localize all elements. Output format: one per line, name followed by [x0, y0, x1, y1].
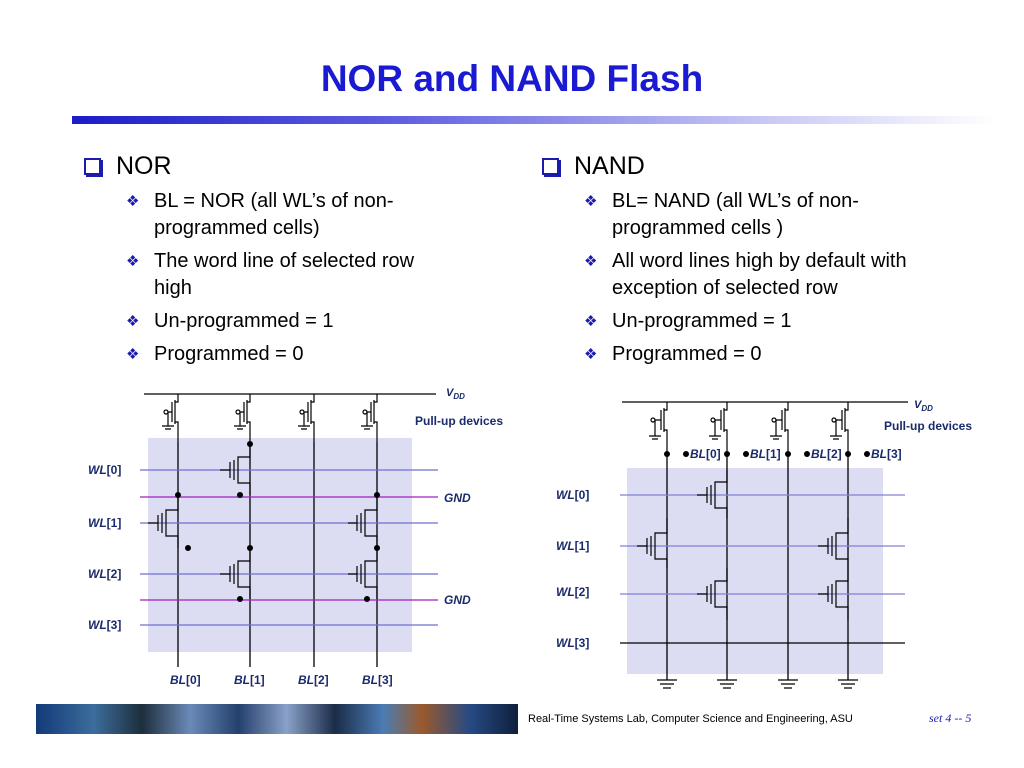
diamond-bullet-icon: ❖: [126, 313, 140, 330]
nand-pullup-label: Pull-up devices: [884, 419, 972, 433]
nor-gnd-label-1: GND: [444, 491, 471, 505]
diamond-bullet-icon: ❖: [584, 193, 598, 210]
diamond-bullet-icon: ❖: [126, 253, 140, 270]
bullet-text: Un-programmed = 1: [154, 310, 334, 332]
svg-text:WL[2]: WL[2]: [556, 585, 589, 599]
nor-pullup-transistors: [162, 394, 378, 442]
nor-junction-dots: [175, 441, 380, 602]
svg-text:BL[2]: BL[2]: [811, 447, 842, 461]
nor-wl-labels: WL[0] WL[1] WL[2] WL[3]: [88, 463, 121, 632]
footer-photo-strip: [36, 704, 518, 734]
footer-lab-name: Real-Time Systems Lab, Computer Science …: [528, 713, 853, 725]
list-item: ❖ Programmed = 0: [126, 341, 502, 368]
svg-text:BL[3]: BL[3]: [871, 447, 902, 461]
diamond-bullet-icon: ❖: [126, 193, 140, 210]
svg-text:WL[2]: WL[2]: [88, 567, 121, 581]
diamond-bullet-icon: ❖: [584, 313, 598, 330]
nor-circuit-diagram: VDD Pull-up devices GND GND WL[0] WL[1] …: [88, 387, 503, 687]
slide-title: NOR and NAND Flash: [320, 58, 704, 99]
title-underline: [72, 116, 996, 124]
nand-array-shading: [627, 468, 883, 674]
nand-circuit-diagram: VDD Pull-up devices BL[0] BL[1] BL[2] BL…: [556, 399, 972, 689]
list-item: ❖ BL= NAND (all WL’s of non-programmed ce…: [584, 188, 960, 242]
bullet-text: Programmed = 0: [154, 343, 304, 365]
svg-text:BL[2]: BL[2]: [298, 673, 329, 687]
list-item: ❖ The word line of selected row high: [126, 248, 502, 302]
svg-text:WL[0]: WL[0]: [88, 463, 121, 477]
nand-bl-labels: BL[0] BL[1] BL[2] BL[3]: [690, 447, 902, 461]
nor-array-shading: [148, 438, 412, 652]
footer-page-number: set 4 -- 5: [929, 711, 972, 725]
bullet-text: Programmed = 0: [612, 343, 762, 365]
svg-text:BL[0]: BL[0]: [690, 447, 721, 461]
nor-cell-transistors: [148, 444, 378, 599]
nor-ground-lines: [140, 496, 438, 601]
nand-column: NAND ❖ BL= NAND (all WL’s of non-programm…: [540, 150, 960, 374]
nand-ground-symbols: [657, 679, 858, 689]
nand-pullup-transistors: [649, 402, 849, 454]
bullet-text: BL= NAND (all WL’s of non-programmed cel…: [612, 190, 859, 239]
bullet-text: BL = NOR (all WL’s of non-programmed cel…: [154, 190, 394, 239]
nand-bullet-list: ❖ BL= NAND (all WL’s of non-programmed ce…: [540, 188, 960, 368]
svg-text:WL[0]: WL[0]: [556, 488, 589, 502]
diamond-bullet-icon: ❖: [126, 346, 140, 363]
nor-pullup-label: Pull-up devices: [415, 414, 503, 428]
nand-wl-labels: WL[0] WL[1] WL[2] WL[3]: [556, 488, 589, 650]
nor-heading: NOR: [82, 150, 502, 182]
nand-heading-label: NAND: [574, 151, 645, 180]
svg-text:WL[3]: WL[3]: [556, 636, 589, 650]
nor-bullet-list: ❖ BL = NOR (all WL’s of non-programmed ce…: [82, 188, 502, 368]
nor-vdd-label: VDD: [446, 387, 465, 401]
nor-word-lines: [140, 469, 438, 626]
diamond-bullet-icon: ❖: [584, 253, 598, 270]
nand-junction-dots: [664, 451, 870, 457]
svg-text:WL[3]: WL[3]: [88, 618, 121, 632]
nor-bl-labels: BL[0] BL[1] BL[2] BL[3]: [170, 673, 393, 687]
list-item: ❖ Un-programmed = 1: [126, 308, 502, 335]
bullet-text: The word line of selected row high: [154, 250, 415, 299]
nand-word-lines: [620, 494, 905, 644]
diamond-bullet-icon: ❖: [584, 346, 598, 363]
square-bullet-icon: [542, 157, 559, 175]
list-item: ❖ Programmed = 0: [584, 341, 960, 368]
nor-gnd-label-2: GND: [444, 593, 471, 607]
svg-text:BL[1]: BL[1]: [750, 447, 781, 461]
nor-heading-label: NOR: [116, 151, 172, 180]
list-item: ❖ BL = NOR (all WL’s of non-programmed ce…: [126, 188, 502, 242]
nand-heading: NAND: [540, 150, 960, 182]
nand-cell-transistors: [637, 470, 849, 620]
square-bullet-icon: [84, 157, 101, 175]
nand-vdd-label: VDD: [914, 399, 933, 413]
svg-text:BL[1]: BL[1]: [234, 673, 265, 687]
svg-text:BL[0]: BL[0]: [170, 673, 201, 687]
list-item: ❖ All word lines high by default with exc…: [584, 248, 960, 302]
nor-column: NOR ❖ BL = NOR (all WL’s of non-programme…: [82, 150, 502, 374]
svg-text:WL[1]: WL[1]: [88, 516, 121, 530]
bullet-text: Un-programmed = 1: [612, 310, 792, 332]
nand-bit-lines: [666, 454, 849, 680]
bullet-text: All word lines high by default with exce…: [612, 250, 907, 299]
svg-text:BL[3]: BL[3]: [362, 673, 393, 687]
svg-text:WL[1]: WL[1]: [556, 539, 589, 553]
list-item: ❖ Un-programmed = 1: [584, 308, 960, 335]
